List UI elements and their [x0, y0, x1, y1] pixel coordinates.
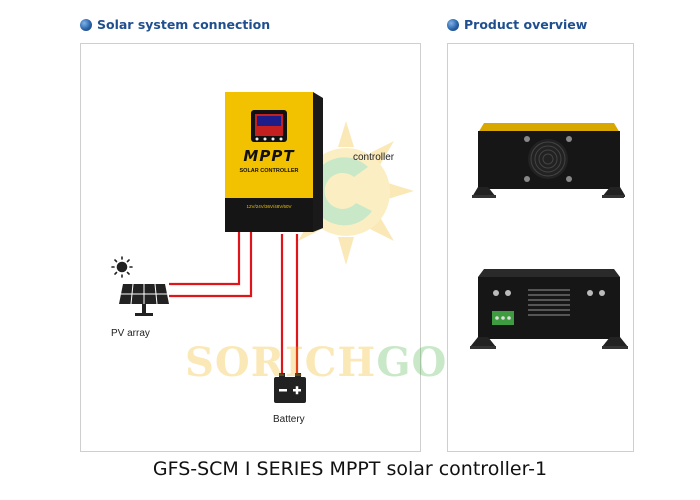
pv-array-label: PV array	[111, 328, 150, 339]
battery-label: Battery	[273, 414, 305, 425]
heading-text: Solar system connection	[97, 17, 271, 32]
section-heading-overview: Product overview	[447, 17, 587, 32]
device-brand: MPPT	[243, 147, 295, 165]
solar-panel-icon	[111, 256, 169, 316]
mppt-controller-device: MPPT SOLAR CONTROLLER 12V/24V/36V/48V/60…	[225, 92, 323, 232]
product-overview-panel	[447, 43, 634, 452]
device-voltages: 12V/24V/36V/48V/60V	[246, 204, 292, 209]
section-heading-connection: Solar system connection	[80, 17, 270, 32]
figure-caption: GFS-SCM I SERIES MPPT solar controller-1	[152, 458, 548, 480]
device-side-view-image	[470, 269, 628, 349]
controller-label: controller	[353, 152, 395, 163]
watermark-text: SORICHGOOD	[185, 339, 518, 386]
device-top-view-image	[472, 123, 625, 198]
wiring	[169, 232, 299, 374]
battery-icon	[274, 373, 306, 403]
device-subtitle: SOLAR CONTROLLER	[239, 168, 299, 174]
connection-diagram-panel: MPPT SOLAR CONTROLLER 12V/24V/36V/48V/60…	[80, 43, 518, 452]
bullet-icon	[80, 18, 92, 31]
heading-text: Product overview	[464, 17, 588, 32]
bullet-icon	[447, 18, 459, 31]
